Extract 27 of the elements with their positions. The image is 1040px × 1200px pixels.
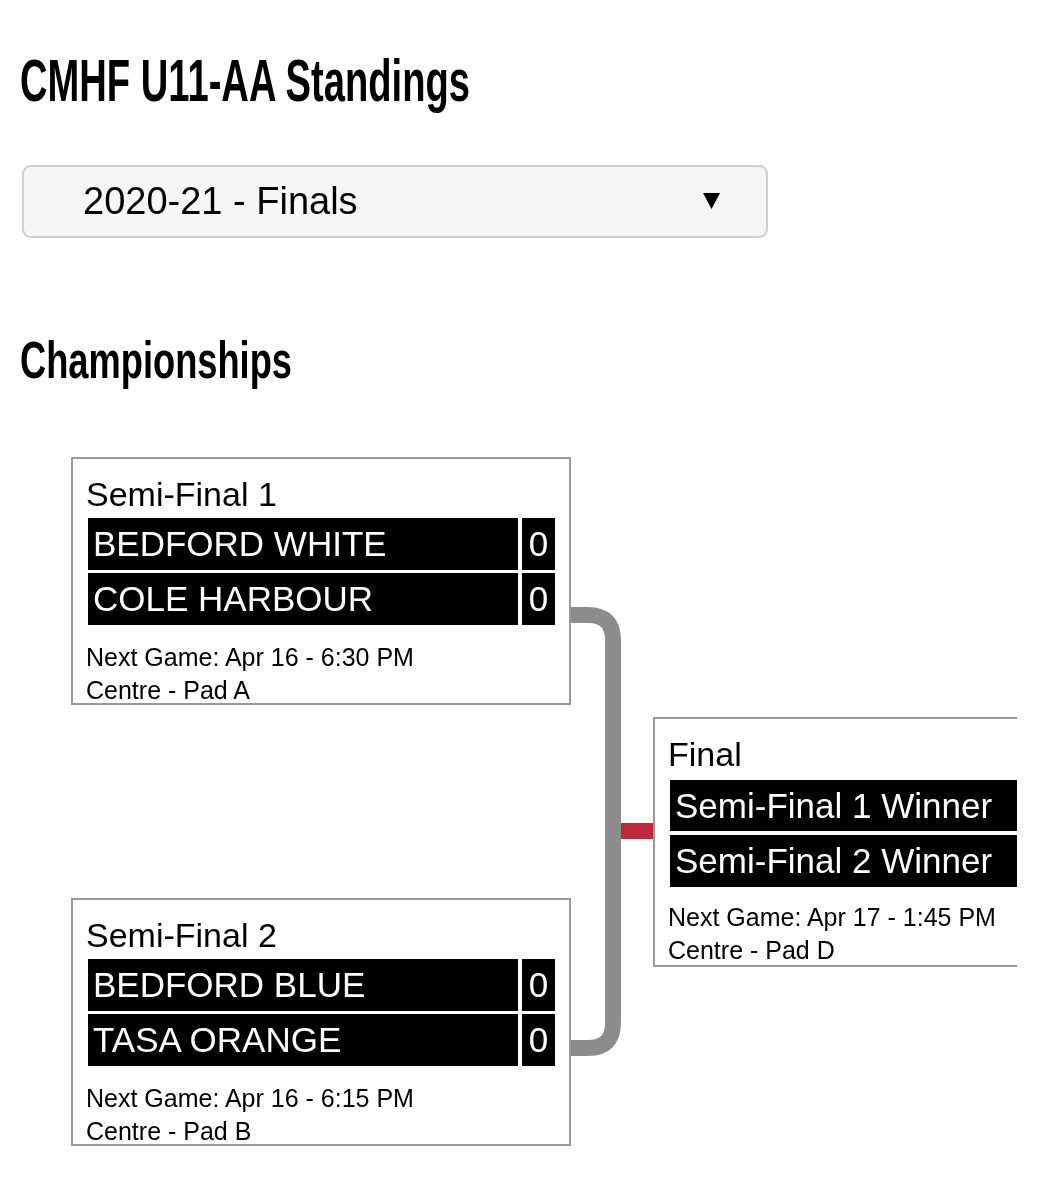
match-card <box>653 717 1017 967</box>
team-row: BEDFORD WHITE <box>88 518 518 570</box>
game-time-text: Next Game: Apr 17 - 1:45 PM <box>668 905 996 930</box>
score-cell: 0 <box>522 573 555 625</box>
score-cell: 0 <box>522 1014 555 1066</box>
venue-text: Centre - Pad A <box>86 678 250 703</box>
team-row: COLE HARBOUR <box>88 573 518 625</box>
match-card <box>71 457 571 705</box>
game-time-text: Next Game: Apr 16 - 6:15 PM <box>86 1086 414 1111</box>
bracket-line <box>621 823 653 839</box>
score-cell: 0 <box>522 518 555 570</box>
game-time-text: Next Game: Apr 16 - 6:30 PM <box>86 645 414 670</box>
match-title: Final <box>668 737 742 771</box>
venue-text: Centre - Pad B <box>86 1119 252 1144</box>
page-title: CMHF U11-AA Standings <box>20 51 470 111</box>
bracket-line <box>571 831 621 1056</box>
match-title: Semi-Final 1 <box>86 477 277 511</box>
team-row: Semi-Final 2 Winner <box>670 835 1017 887</box>
team-row: BEDFORD BLUE <box>88 959 518 1011</box>
score-cell: 0 <box>522 959 555 1011</box>
team-row: Semi-Final 1 Winner <box>670 780 1017 831</box>
match-card <box>71 898 571 1146</box>
venue-text: Centre - Pad D <box>668 938 835 963</box>
team-row: TASA ORANGE <box>88 1014 518 1066</box>
bracket-line <box>571 607 621 831</box>
match-title: Semi-Final 2 <box>86 918 277 952</box>
season-select: 2020-21 - Finals <box>22 165 768 238</box>
